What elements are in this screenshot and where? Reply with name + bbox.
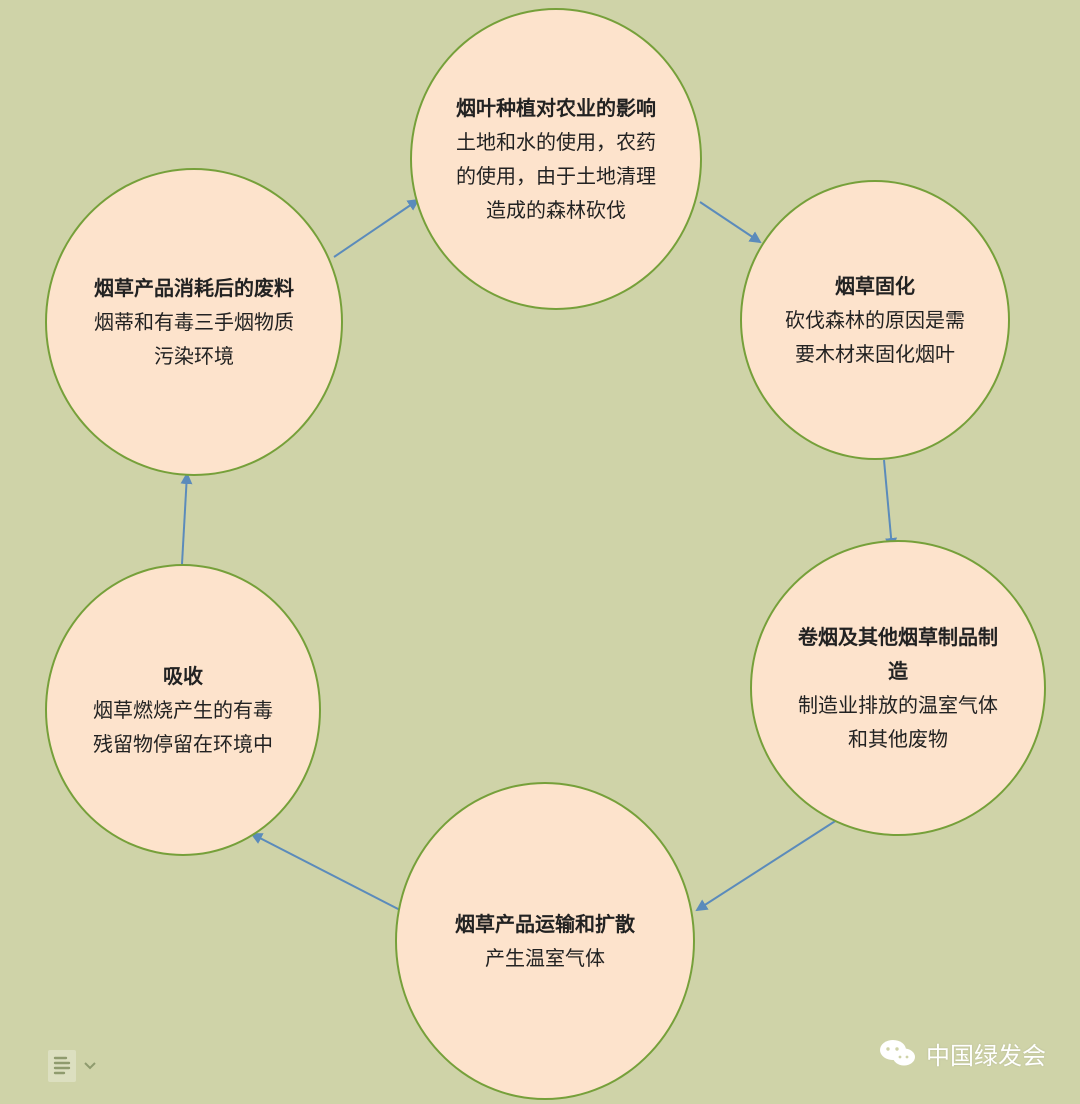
node-curing-title: 烟草固化 (834, 274, 915, 298)
node-absorption: 吸收 烟草燃烧产生的有毒残留物停留在环境中 (45, 564, 321, 856)
node-curing-body: 砍伐森林的原因是需要木材来固化烟叶 (784, 308, 965, 366)
arrow-manufacturing-to-transport (695, 817, 841, 912)
wechat-icon (880, 1039, 915, 1065)
node-leaf-cultivation-title: 烟叶种植对农业的影响 (455, 96, 656, 120)
node-transport-text: 烟草产品运输和扩散 产生温室气体 (438, 907, 651, 975)
node-leaf-cultivation-text: 烟叶种植对农业的影响土地和水的使用，农药的使用，由于土地清理造成的森林砍伐 (452, 91, 659, 227)
arrow-curing-to-manufacturing (883, 459, 898, 550)
watermark-text: 中国绿发会 (926, 1042, 1046, 1070)
node-manufacturing-title: 卷烟及其他烟草制品制造 (797, 625, 998, 683)
arrow-waste-to-leaf-cultivation (333, 198, 420, 258)
node-transport: 烟草产品运输和扩散 产生温室气体 (395, 782, 695, 1100)
node-leaf-cultivation-body: 土地和水的使用，农药的使用，由于土地清理造成的森林砍伐 (455, 130, 656, 222)
node-transport-title: 烟草产品运输和扩散 (454, 912, 635, 936)
node-curing-text: 烟草固化 砍伐森林的原因是需要木材来固化烟叶 (779, 269, 971, 371)
node-absorption-body: 烟草燃烧产生的有毒残留物停留在环境中 (92, 698, 273, 756)
arrow-leaf-cultivation-to-curing (699, 201, 762, 244)
node-post-consumption-waste-title: 烟草产品消耗后的废料 (93, 276, 294, 300)
node-curing: 烟草固化 砍伐森林的原因是需要木材来固化烟叶 (740, 180, 1010, 460)
node-transport-body: 产生温室气体 (484, 946, 605, 970)
node-post-consumption-waste-text: 烟草产品消耗后的废料 烟蒂和有毒三手烟物质污染环境 (88, 271, 300, 373)
node-manufacturing-text: 卷烟及其他烟草制品制造 制造业排放的温室气体和其他废物 (793, 620, 1003, 756)
node-manufacturing-body: 制造业排放的温室气体和其他废物 (797, 693, 998, 751)
node-manufacturing: 卷烟及其他烟草制品制造 制造业排放的温室气体和其他废物 (750, 540, 1046, 836)
watermark: 中国绿发会 (878, 1036, 1046, 1071)
node-post-consumption-waste-body: 烟蒂和有毒三手烟物质污染环境 (93, 310, 294, 368)
document-icon (48, 1050, 76, 1082)
document-control[interactable] (48, 1050, 96, 1082)
node-absorption-text: 吸收 烟草燃烧产生的有毒残留物停留在环境中 (85, 659, 281, 761)
arrow-transport-to-absorption (250, 833, 403, 912)
node-post-consumption-waste: 烟草产品消耗后的废料 烟蒂和有毒三手烟物质污染环境 (45, 168, 343, 476)
node-leaf-cultivation: 烟叶种植对农业的影响土地和水的使用，农药的使用，由于土地清理造成的森林砍伐 (410, 8, 702, 310)
node-absorption-title: 吸收 (162, 664, 203, 688)
arrow-absorption-to-waste (180, 472, 193, 565)
chevron-down-icon (84, 1062, 96, 1070)
